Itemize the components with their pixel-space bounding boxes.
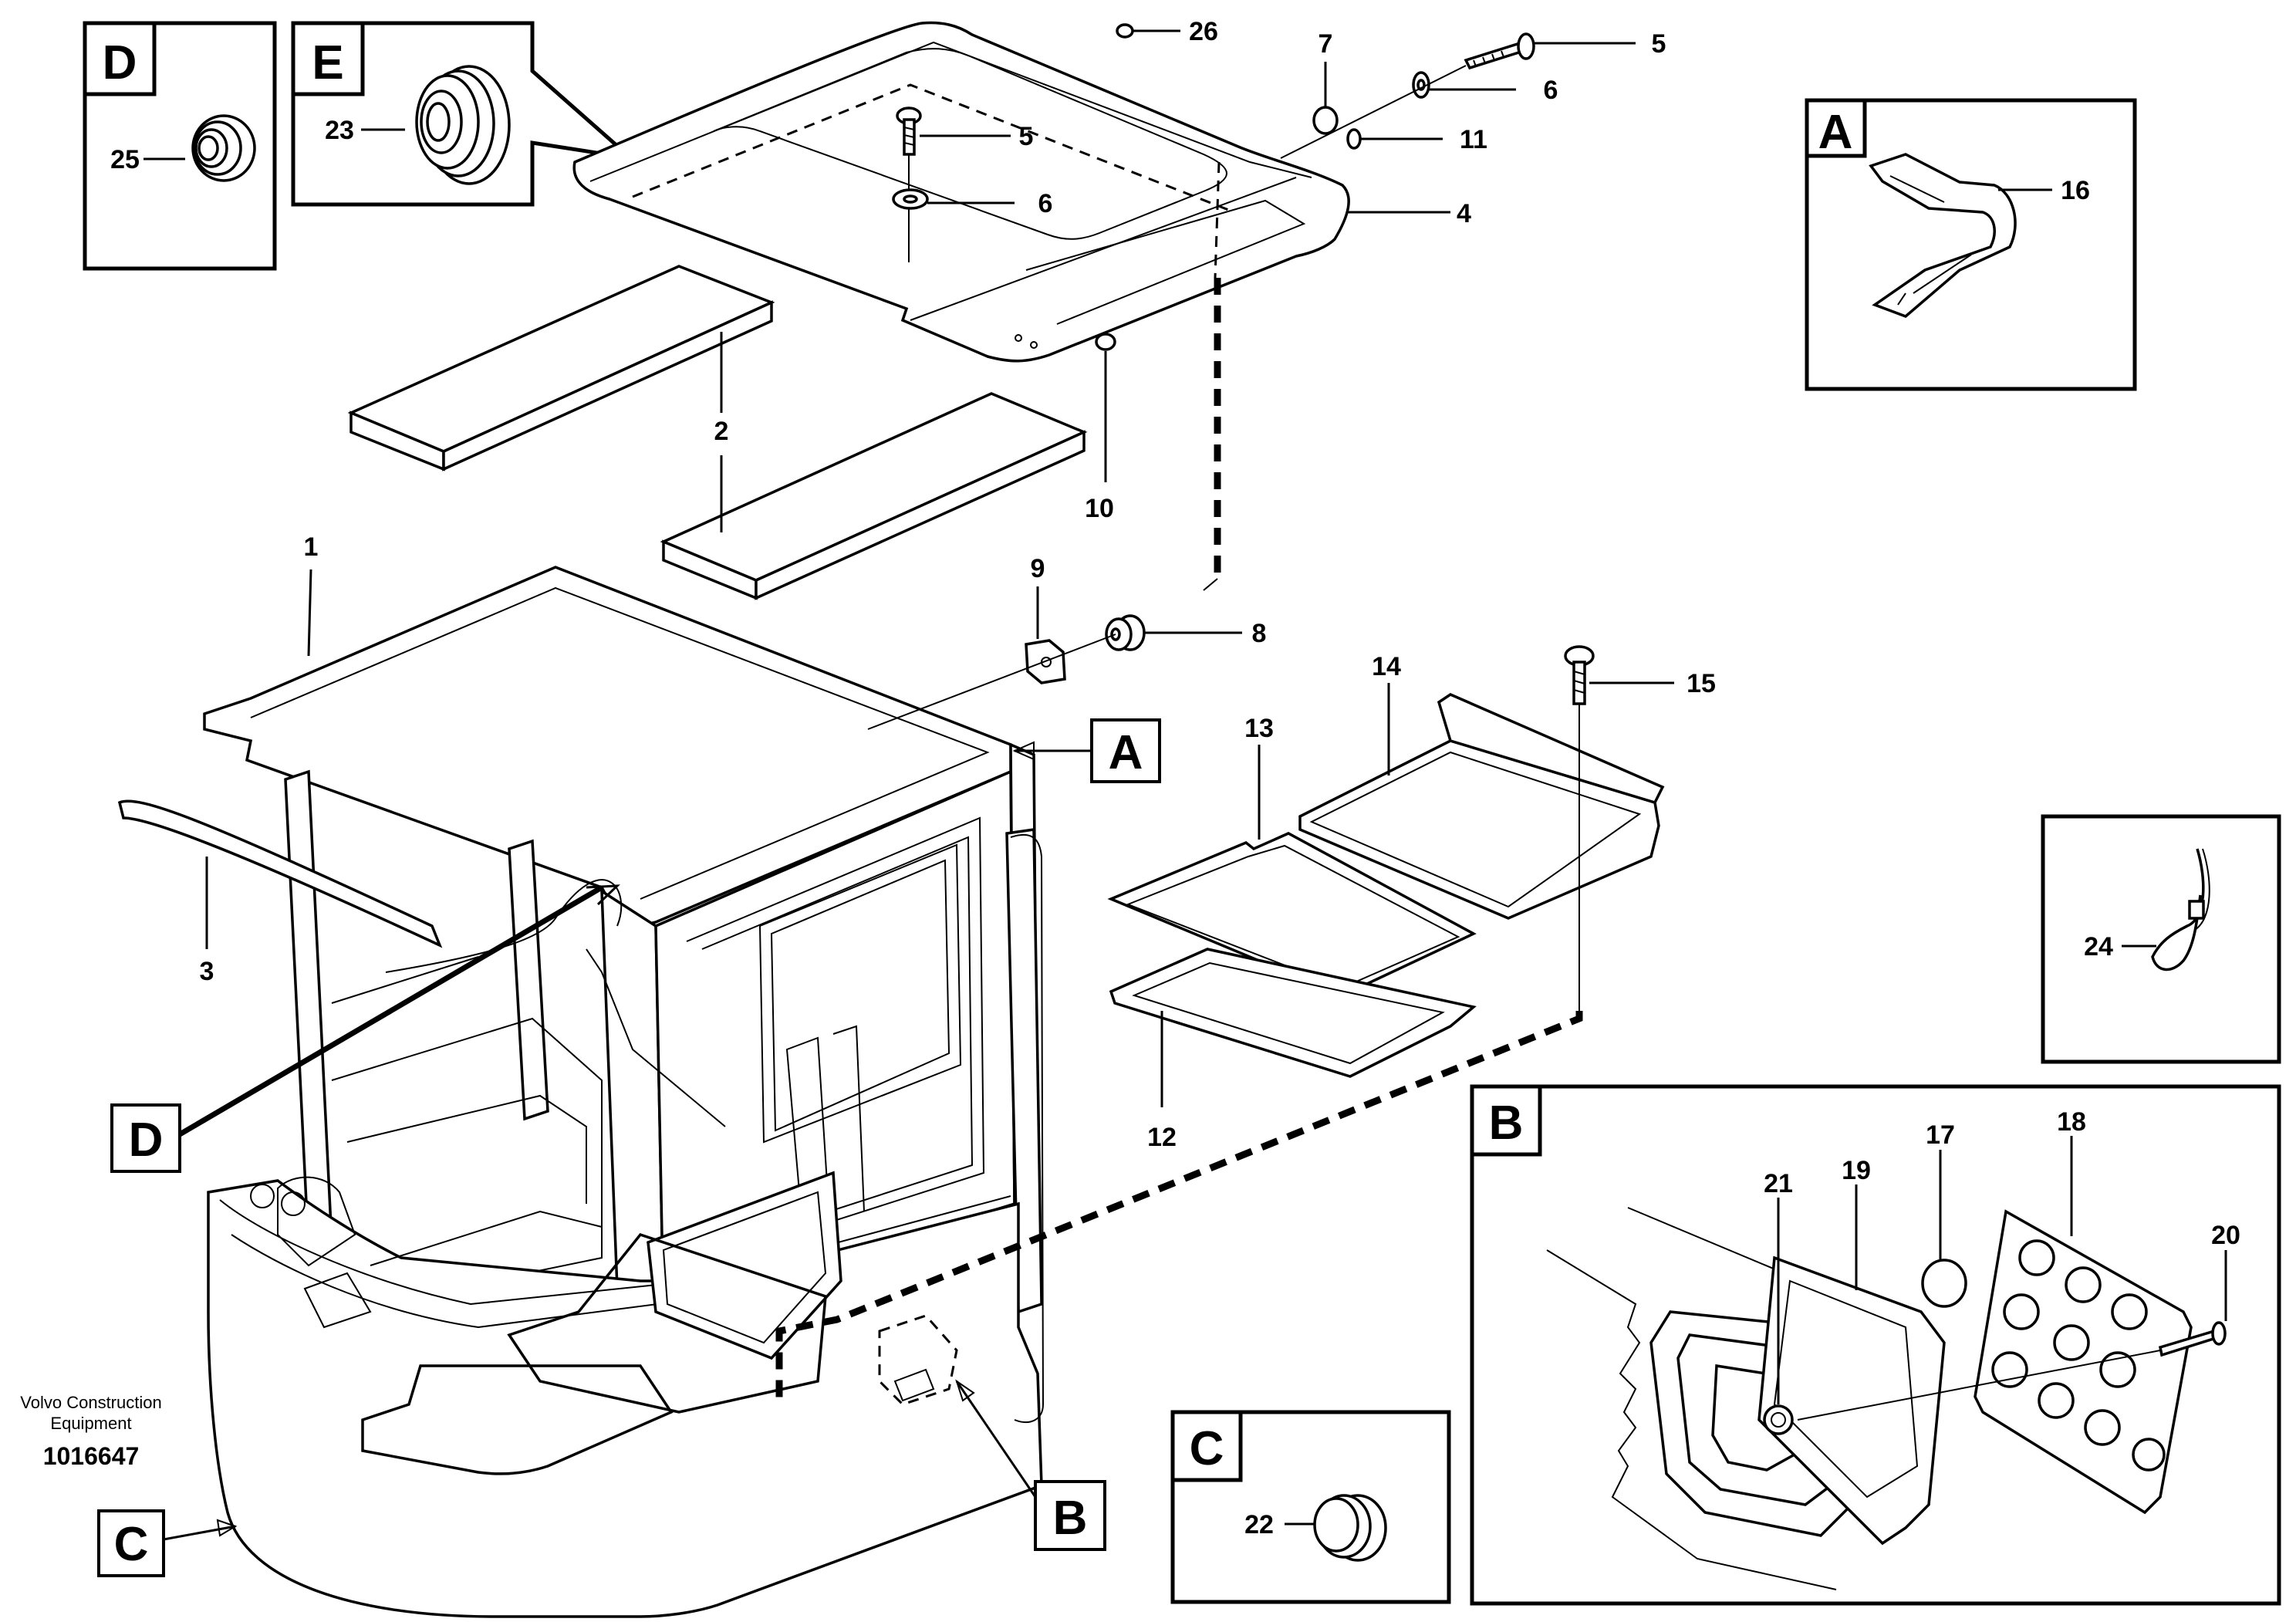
- nut-21-icon: [1763, 1404, 1794, 1435]
- callout-9: 9: [1031, 554, 1045, 583]
- detail-a-panel: A 16: [1805, 98, 2137, 391]
- callout-22: 22: [1244, 1510, 1274, 1539]
- ref-tag-b-label: B: [1053, 1492, 1088, 1545]
- grommet-23-icon: [415, 65, 511, 185]
- seal-strip-3: [117, 799, 443, 948]
- callout-13: 13: [1244, 714, 1274, 743]
- callout-1: 1: [304, 532, 319, 562]
- ref-tag-c: C: [97, 1509, 238, 1577]
- cab-frame-1: [203, 566, 1045, 1618]
- grommet-22-icon: [1313, 1494, 1387, 1562]
- ref-tag-c-label: C: [114, 1518, 149, 1571]
- callout-2: 2: [714, 417, 729, 446]
- brand-block: Volvo Construction Equipment 1016647: [20, 1393, 161, 1470]
- callout-10: 10: [1085, 494, 1114, 523]
- brand-line-2: Equipment: [50, 1414, 131, 1433]
- detail-a-label: A: [1818, 106, 1853, 159]
- spacer-8-icon: [1105, 614, 1146, 651]
- callout-26: 26: [1189, 17, 1218, 46]
- callout-20: 20: [2211, 1221, 2240, 1250]
- callout-21: 21: [1764, 1169, 1793, 1198]
- callout-5-roof: 5: [1019, 122, 1034, 151]
- nut-11-icon: [1346, 128, 1362, 150]
- ref-tag-d: D: [110, 884, 620, 1173]
- floor-mat-14: [1298, 693, 1665, 920]
- roof-panel-4: [572, 21, 1350, 363]
- callout-17: 17: [1926, 1120, 1955, 1150]
- callout-6-side: 6: [1544, 76, 1558, 105]
- callout-8: 8: [1252, 619, 1267, 648]
- o-ring-7-icon: [1312, 106, 1339, 135]
- insulation-mat-2a: [347, 265, 775, 471]
- cable-tie-24-icon: [2151, 848, 2210, 972]
- screw-20-icon: [2158, 1321, 2227, 1357]
- detail-e-panel: E 23: [291, 21, 638, 207]
- gasket-19-icon: [1757, 1255, 1946, 1546]
- ref-tag-d-label: D: [129, 1113, 164, 1167]
- callout-12: 12: [1147, 1123, 1177, 1152]
- grommet-25-icon: [191, 114, 256, 182]
- callout-16: 16: [2061, 176, 2090, 205]
- detail-e-label: E: [312, 36, 343, 90]
- screw-5-top-icon: [896, 106, 922, 156]
- plug-17-icon: [1921, 1259, 1967, 1308]
- floor-frame-12: [1109, 948, 1477, 1078]
- ref-tag-b: B: [955, 1379, 1106, 1551]
- callout-19: 19: [1842, 1156, 1871, 1185]
- detail-b-panel: B: [1470, 1084, 2281, 1606]
- grommet-plate-18-icon: [1974, 1209, 2193, 1515]
- callout-24: 24: [2084, 932, 2113, 961]
- screw-15-icon: [1564, 645, 1595, 705]
- callout-15: 15: [1687, 669, 1716, 698]
- detail-d-label: D: [103, 36, 137, 90]
- screw-5-side-icon: [1464, 32, 1535, 70]
- callout-23: 23: [325, 116, 354, 145]
- callout-11: 11: [1460, 125, 1487, 154]
- callout-14: 14: [1372, 652, 1401, 681]
- callout-7: 7: [1319, 29, 1333, 59]
- brand-line-1: Volvo Construction: [20, 1393, 161, 1412]
- detail-c-label: C: [1190, 1422, 1224, 1475]
- plug-10-icon: [1095, 333, 1116, 351]
- detail-c-panel: C 22: [1170, 1410, 1451, 1604]
- plug-26-icon: [1116, 23, 1134, 39]
- callout-4: 4: [1457, 199, 1471, 228]
- detail-cable-tie-panel: 24: [2041, 814, 2281, 1064]
- callout-25: 25: [110, 145, 140, 174]
- ref-tag-a: A: [1012, 718, 1161, 783]
- callout-5-side: 5: [1652, 29, 1666, 59]
- drawing-number: 1016647: [43, 1442, 140, 1470]
- washer-6-top-icon: [892, 188, 929, 210]
- callout-18: 18: [2057, 1107, 2086, 1137]
- detail-d-panel: D 25: [83, 21, 277, 271]
- ref-tag-a-label: A: [1109, 726, 1143, 779]
- detail-b-label: B: [1489, 1097, 1524, 1150]
- callout-3: 3: [200, 957, 214, 986]
- callout-6-roof: 6: [1038, 189, 1053, 218]
- insulation-mat-2b: [660, 392, 1088, 600]
